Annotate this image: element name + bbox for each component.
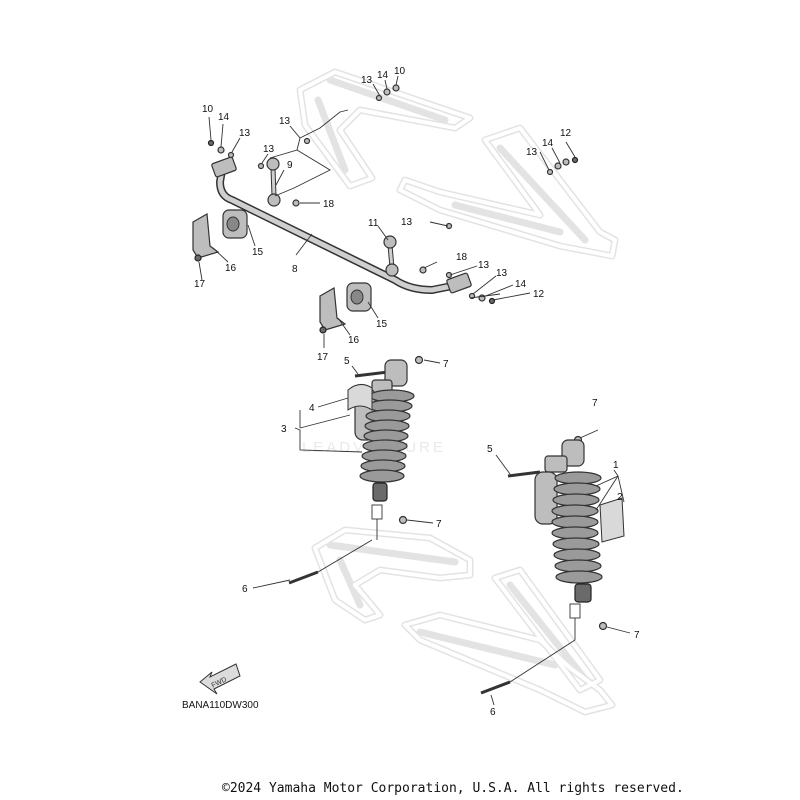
stabilizer-link-right[interactable]	[383, 235, 399, 277]
callout-labels: 1 2 3 4 5 5 6 6 7 7 7 7 7 8 9 10 10 11 1…	[194, 66, 640, 718]
lower-arm-right-ghost	[401, 566, 616, 716]
lower-arm-left-ghost	[311, 526, 474, 624]
stabilizer-bar[interactable]	[211, 156, 472, 295]
shock-absorber-left[interactable]	[354, 359, 415, 502]
reservoir-clamp-left[interactable]	[347, 384, 373, 411]
callout-13[interactable]: 13	[496, 268, 508, 279]
callout-11[interactable]: 11	[368, 218, 379, 229]
callout-10[interactable]: 10	[394, 66, 406, 77]
callout-1[interactable]: 1	[613, 460, 619, 471]
callout-14[interactable]: 14	[515, 279, 527, 290]
callout-7[interactable]: 7	[443, 359, 449, 370]
upper-arm-right-ghost	[396, 124, 619, 260]
bushing-holder-right[interactable]	[319, 287, 347, 331]
callout-13[interactable]: 13	[478, 260, 490, 271]
upper-arm-left-ghost	[296, 68, 474, 190]
leader-lines	[198, 75, 631, 706]
reservoir-clamp-right[interactable]	[599, 497, 625, 543]
callout-13[interactable]: 13	[239, 128, 251, 139]
copyright-notice: ©2024 Yamaha Motor Corporation, U.S.A. A…	[222, 781, 684, 796]
fwd-arrow: FWD	[199, 663, 241, 695]
callout-5[interactable]: 5	[344, 356, 350, 367]
callout-13[interactable]: 13	[279, 116, 291, 127]
callout-7[interactable]: 7	[634, 630, 640, 641]
callout-16[interactable]: 16	[225, 263, 237, 274]
callout-6[interactable]: 6	[490, 707, 496, 718]
callout-12[interactable]: 12	[533, 289, 545, 300]
callout-7[interactable]: 7	[436, 519, 442, 530]
callout-14[interactable]: 14	[542, 138, 554, 149]
callout-13[interactable]: 13	[401, 217, 413, 228]
shock-absorber-right[interactable]	[534, 439, 603, 603]
bushing-right[interactable]	[346, 282, 372, 312]
callout-18[interactable]: 18	[323, 199, 335, 210]
callout-14[interactable]: 14	[218, 112, 230, 123]
callout-2[interactable]: 2	[617, 492, 623, 503]
callout-17[interactable]: 17	[194, 279, 206, 290]
callout-15[interactable]: 15	[252, 247, 264, 258]
callout-12[interactable]: 12	[560, 128, 572, 139]
stabilizer-link-left[interactable]	[266, 157, 281, 207]
callout-3[interactable]: 3	[281, 424, 287, 435]
callout-10[interactable]: 10	[202, 104, 214, 115]
bushing-holder-left[interactable]	[192, 213, 220, 259]
callout-13[interactable]: 13	[526, 147, 538, 158]
callout-13[interactable]: 13	[361, 75, 373, 86]
callout-6[interactable]: 6	[242, 584, 248, 595]
diagram-code: BANA110DW300	[182, 700, 259, 711]
bushing-left[interactable]	[222, 209, 248, 239]
callout-17[interactable]: 17	[317, 352, 329, 363]
callout-14[interactable]: 14	[377, 70, 389, 81]
callout-18[interactable]: 18	[456, 252, 468, 263]
callout-9[interactable]: 9	[287, 160, 293, 171]
callout-15[interactable]: 15	[376, 319, 388, 330]
callout-5[interactable]: 5	[487, 444, 493, 455]
callout-7[interactable]: 7	[592, 398, 598, 409]
callout-4[interactable]: 4	[309, 403, 315, 414]
callout-13[interactable]: 13	[263, 144, 275, 155]
callout-8[interactable]: 8	[292, 264, 298, 275]
callout-16[interactable]: 16	[348, 335, 360, 346]
